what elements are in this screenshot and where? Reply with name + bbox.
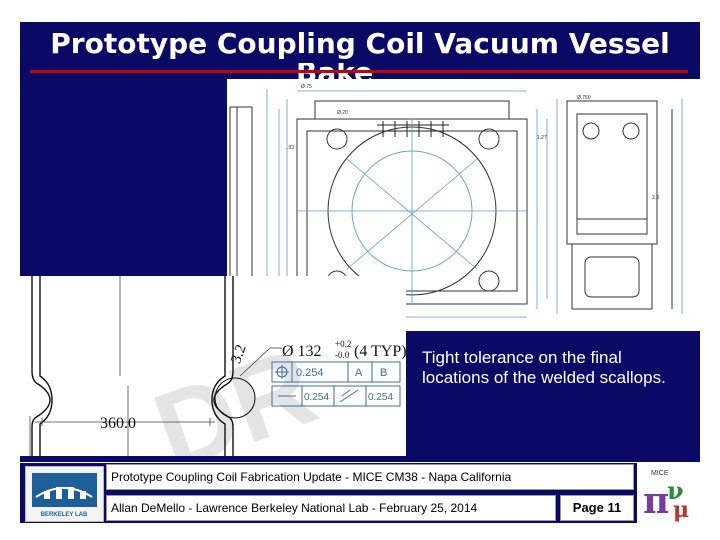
tolerance-plus: +0.2 [335,339,351,349]
svg-text:Ø.75: Ø.75 [301,84,312,90]
top-drawing-svg: Ø.75 Ø.20 .93 1.27 2.8 Ø.750 [229,84,683,319]
fcf-profile-tolerance-1: 0.254 [304,392,329,403]
footer-author-line: Allan DeMello - Lawrence Berkeley Nation… [106,495,556,521]
drawing-scallop-detail: DR 360.0 3.2 Ø 132 +0.2 - [20,276,407,494]
fcf-datum-a: A [355,367,363,379]
fcf-profile-tolerance-2: 0.254 [368,392,393,403]
diameter-callout: Ø 132 [282,343,322,360]
typ-note: (4 TYP) [354,343,406,360]
svg-text:.93: .93 [287,145,294,151]
svg-text:2.8: 2.8 [652,195,659,201]
title-underline [30,70,688,73]
page-number: Page 11 [560,495,634,521]
svg-text:π: π [643,480,669,522]
svg-text:Ø.750: Ø.750 [577,95,591,101]
slide-title: Prototype Coupling Coil Vacuum Vessel [50,27,670,60]
tolerance-minus: -0.0 [335,350,350,360]
svg-text:Ø.20: Ø.20 [337,110,348,116]
fcf-position-tolerance: 0.254 [296,367,324,379]
mice-logo-text: MICE [651,470,669,477]
length-dimension: 360.0 [100,415,136,432]
svg-text:ν: ν [667,476,684,505]
radius-dimension: 3.2 [228,343,249,366]
berkeley-lab-logo: BERKELEY LAB [25,466,104,522]
caption-text: Tight tolerance on the final locations o… [422,348,666,387]
footer-meeting-line: Prototype Coupling Coil Fabrication Upda… [106,464,634,490]
svg-text:1.27: 1.27 [537,135,547,141]
svg-text:μ: μ [673,497,689,523]
mice-logo-icon: π ν μ MICE [643,470,689,523]
berkeley-lab-logo-icon: BERKELEY LAB [32,473,97,518]
mice-logo: π ν μ MICE [637,463,700,525]
detail-drawing-svg: DR 360.0 3.2 Ø 132 +0.2 - [29,276,407,494]
fcf-datum-b: B [380,367,387,379]
lab-logo-text: BERKELEY LAB [41,512,88,518]
